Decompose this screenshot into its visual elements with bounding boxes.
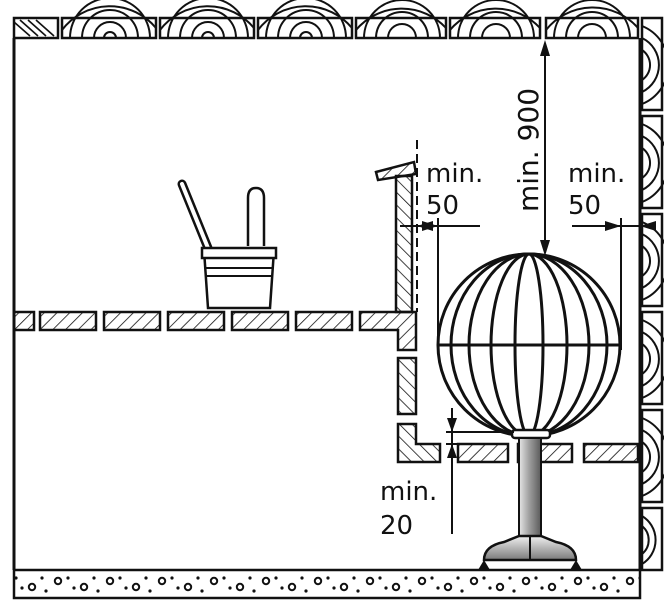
ceiling-board <box>544 0 640 40</box>
sauna-bucket-with-ladle-icon <box>177 179 278 310</box>
spherical-sauna-heater-icon <box>436 252 622 570</box>
wall-board <box>640 16 664 112</box>
ceiling-boards <box>12 0 640 40</box>
ceiling-board <box>256 0 354 40</box>
label-bottom-clearance-value: 20 <box>380 511 413 541</box>
ceiling-board <box>158 0 256 40</box>
wall-board <box>640 114 664 210</box>
label-bottom-clearance-prefix: min. <box>380 477 437 507</box>
wall-board <box>640 506 664 572</box>
label-right-clearance-prefix: min. <box>568 159 625 189</box>
ceiling-board <box>448 0 542 40</box>
dimension-left-clearance <box>400 218 480 350</box>
dimension-bottom-clearance <box>446 408 514 534</box>
wall-board <box>640 408 664 504</box>
backrest-guard <box>374 160 418 314</box>
label-right-clearance-value: 50 <box>568 191 601 221</box>
ceiling-board <box>354 0 448 40</box>
label-top-clearance: min. 900 <box>512 88 545 212</box>
floor-gravel <box>12 568 642 600</box>
dimension-top-clearance <box>540 40 550 256</box>
ceiling-board <box>60 0 158 40</box>
lower-bench-boards <box>456 442 640 464</box>
label-left-clearance-prefix: min. <box>426 159 483 189</box>
label-left-clearance-value: 50 <box>426 191 459 221</box>
right-wall-boards <box>640 16 664 572</box>
upper-bench-boards <box>12 310 418 352</box>
dimension-right-clearance <box>572 218 656 350</box>
wall-board <box>640 310 664 406</box>
bench-support-blocks <box>396 356 442 464</box>
